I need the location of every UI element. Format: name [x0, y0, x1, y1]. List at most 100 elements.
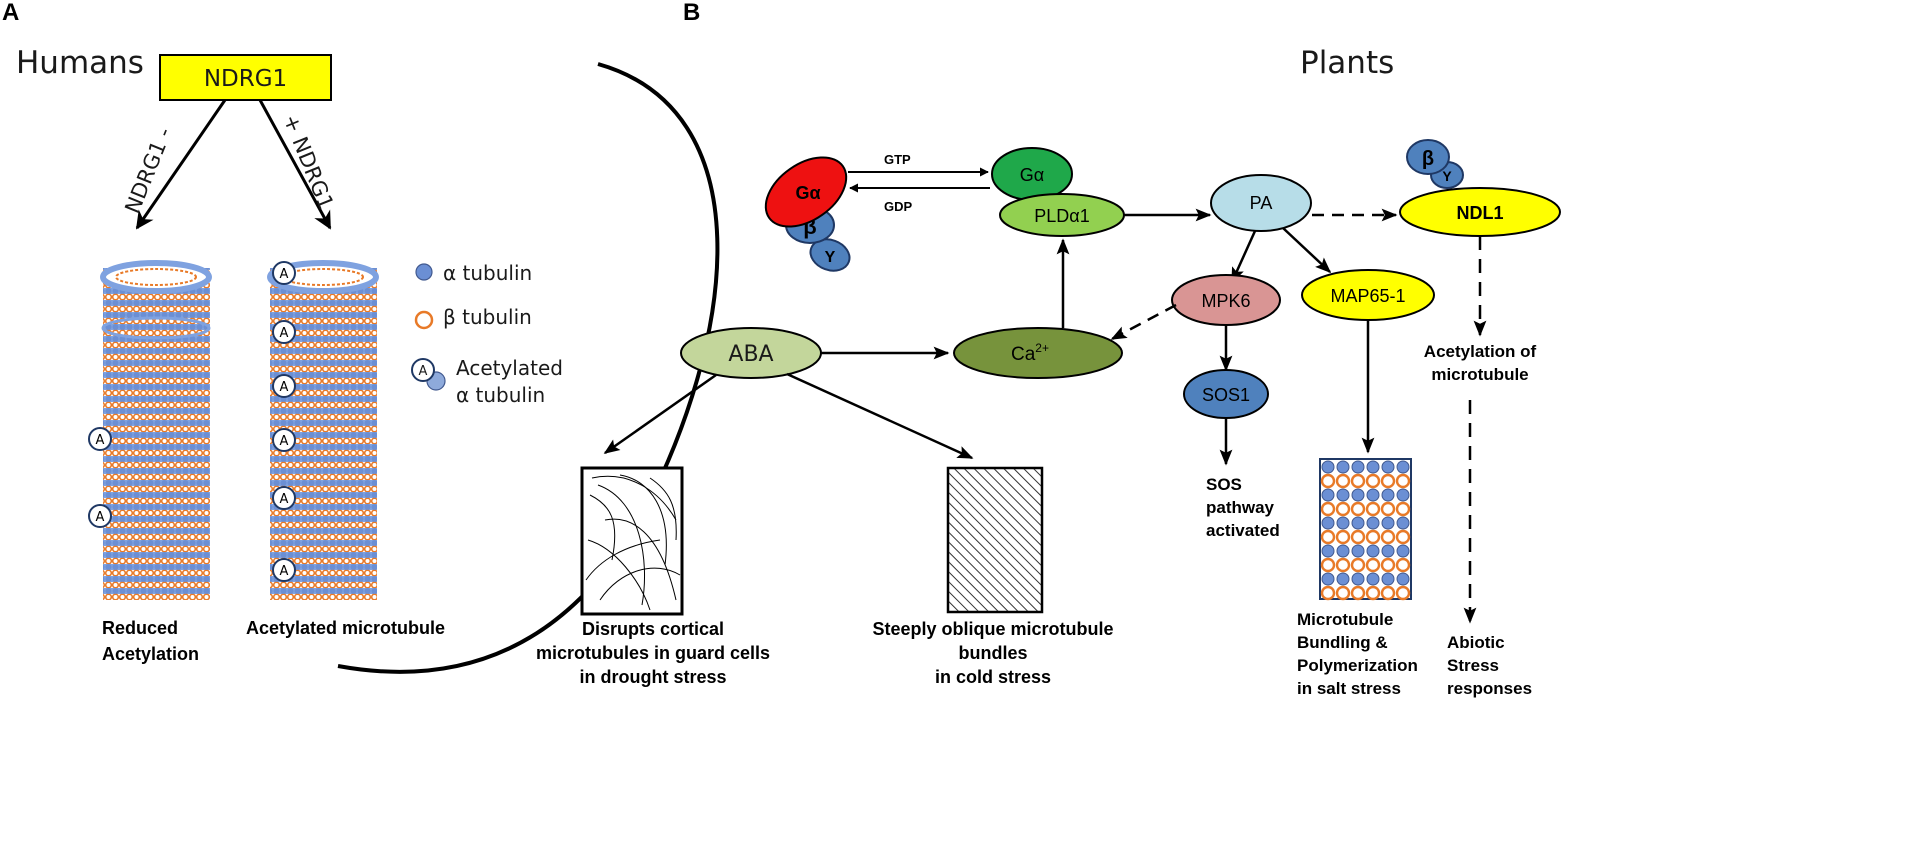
map65-label: MAP65-1: [1330, 286, 1405, 306]
sos-line3: activated: [1206, 521, 1280, 540]
panel-letter-a: A: [2, 0, 19, 26]
bundle-beta-subunit: [1365, 557, 1381, 573]
bundle-beta-subunit: [1320, 585, 1336, 601]
bundle-beta-subunit: [1395, 585, 1411, 601]
ndrg1-plus-label: + NDRG1: [278, 111, 338, 213]
g-gamma-ndl1: Y: [1442, 168, 1452, 184]
bundle-alpha-subunit: [1351, 572, 1365, 586]
acetyl-marker: A: [272, 486, 296, 510]
microtubule-reduced-acetylation: [100, 260, 212, 600]
acetyl-marker-letter: A: [280, 267, 289, 282]
drought-line2: microtubules in guard cells: [536, 643, 770, 663]
bundle-beta-subunit: [1395, 473, 1411, 489]
caption-acetylation: Acetylation: [102, 644, 199, 664]
legend-beta-tubulin: β tubulin: [443, 305, 532, 329]
bundle-beta-subunit: [1380, 473, 1396, 489]
drought-line1: Disrupts cortical: [582, 619, 724, 639]
drought-line3: in drought stress: [579, 667, 726, 687]
cold-line3: in cold stress: [935, 667, 1051, 687]
legend-acetyl-letter: A: [419, 364, 428, 379]
acetylation-line1: Acetylation of: [1424, 342, 1537, 361]
bundle-alpha-subunit: [1336, 572, 1350, 586]
salt-line2: Bundling &: [1297, 633, 1388, 652]
acetyl-marker: A: [272, 320, 296, 344]
tubulin-legend: α tubulin β tubulin A Acetylated α tubul…: [411, 261, 563, 407]
bundle-alpha-subunit: [1336, 460, 1350, 474]
legend-acetylated-line2: α tubulin: [456, 383, 545, 407]
caption-acetylated-microtubule: Acetylated microtubule: [246, 618, 445, 638]
bundle-alpha-subunit: [1396, 572, 1410, 586]
map65-node: MAP65-1: [1301, 269, 1435, 321]
bundle-alpha-subunit: [1351, 460, 1365, 474]
acetyl-marker: A: [272, 558, 296, 582]
bundle-beta-subunit: [1365, 501, 1381, 517]
acetyl-marker-letter: A: [280, 380, 289, 395]
bundle-beta-subunit: [1365, 529, 1381, 545]
bundle-beta-subunit: [1395, 557, 1411, 573]
bundle-beta-subunit: [1335, 585, 1351, 601]
acetyl-marker: A: [88, 427, 112, 451]
bundle-beta-subunit: [1335, 501, 1351, 517]
ndrg1-box: NDRG1: [159, 54, 332, 101]
acetylation-line2: microtubule: [1431, 365, 1528, 384]
bundle-alpha-subunit: [1381, 572, 1395, 586]
acetyl-marker-letter: A: [280, 564, 289, 579]
pa-label: PA: [1250, 193, 1273, 213]
bundle-alpha-subunit: [1351, 488, 1365, 502]
arrow-mpk6-ca: [1110, 303, 1177, 341]
arrow-ndrg1-plus: [258, 99, 332, 230]
pa-node: PA: [1210, 174, 1312, 232]
bundle-alpha-subunit: [1321, 516, 1335, 530]
bundle-alpha-subunit: [1396, 516, 1410, 530]
acetyl-marker: A: [272, 261, 296, 285]
bundle-beta-subunit: [1350, 529, 1366, 545]
bundle-beta-subunit: [1320, 529, 1336, 545]
acetyl-marker-letter: A: [280, 434, 289, 449]
g-beta-ndl1: β: [1422, 148, 1434, 170]
bundle-alpha-subunit: [1366, 516, 1380, 530]
sos1-label: SOS1: [1202, 385, 1250, 405]
bundle-beta-subunit: [1380, 585, 1396, 601]
guard-cell-disrupted-microtubules: [580, 466, 684, 616]
ndrg1-label: NDRG1: [204, 66, 287, 92]
bundle-beta-subunit: [1350, 585, 1366, 601]
bundle-alpha-subunit: [1396, 460, 1410, 474]
bundle-alpha-subunit: [1321, 544, 1335, 558]
panel-title-humans: Humans: [16, 45, 144, 81]
bundle-alpha-subunit: [1366, 572, 1380, 586]
salt-line3: Polymerization: [1297, 656, 1418, 675]
bundle-beta-subunit: [1395, 529, 1411, 545]
acetyl-marks: A A A A A A A A: [88, 261, 296, 582]
ndl1-label: NDL1: [1456, 203, 1503, 223]
bundle-alpha-subunit: [1336, 544, 1350, 558]
bundle-beta-subunit: [1380, 501, 1396, 517]
bundle-alpha-subunit: [1381, 544, 1395, 558]
acetyl-marker-letter: A: [96, 510, 105, 525]
bundle-alpha-subunit: [1336, 516, 1350, 530]
ndl1-complex: Y β NDL1: [1399, 139, 1561, 237]
bundle-alpha-subunit: [1366, 488, 1380, 502]
arrow-ndrg1-minus: [135, 99, 227, 230]
aba-node: ABA: [680, 327, 822, 379]
bundle-beta-subunit: [1320, 557, 1336, 573]
arrow-aba-drought: [603, 373, 717, 455]
bundle-alpha-subunit: [1351, 544, 1365, 558]
bundle-alpha-subunit: [1381, 460, 1395, 474]
ndrg1-minus-label: NDRG1 -: [120, 124, 176, 217]
bundle-beta-subunit: [1350, 501, 1366, 517]
bundle-beta-subunit: [1320, 501, 1336, 517]
bundle-beta-subunit: [1395, 501, 1411, 517]
mpk6-label: MPK6: [1201, 291, 1250, 311]
arrow-pa-mpk6: [1230, 230, 1257, 284]
bundle-alpha-subunit: [1381, 516, 1395, 530]
g-alpha-active: Gα: [991, 147, 1073, 201]
pld-label: PLDα1: [1034, 206, 1089, 226]
acetyl-marker-letter: A: [280, 326, 289, 341]
cold-oblique-bundles: [946, 466, 1044, 614]
legend-alpha-tubulin: α tubulin: [443, 261, 532, 285]
bundle-alpha-subunit: [1396, 488, 1410, 502]
sos-line1: SOS: [1206, 475, 1242, 494]
acetyl-marker: A: [272, 374, 296, 398]
bundle-alpha-subunit: [1396, 544, 1410, 558]
